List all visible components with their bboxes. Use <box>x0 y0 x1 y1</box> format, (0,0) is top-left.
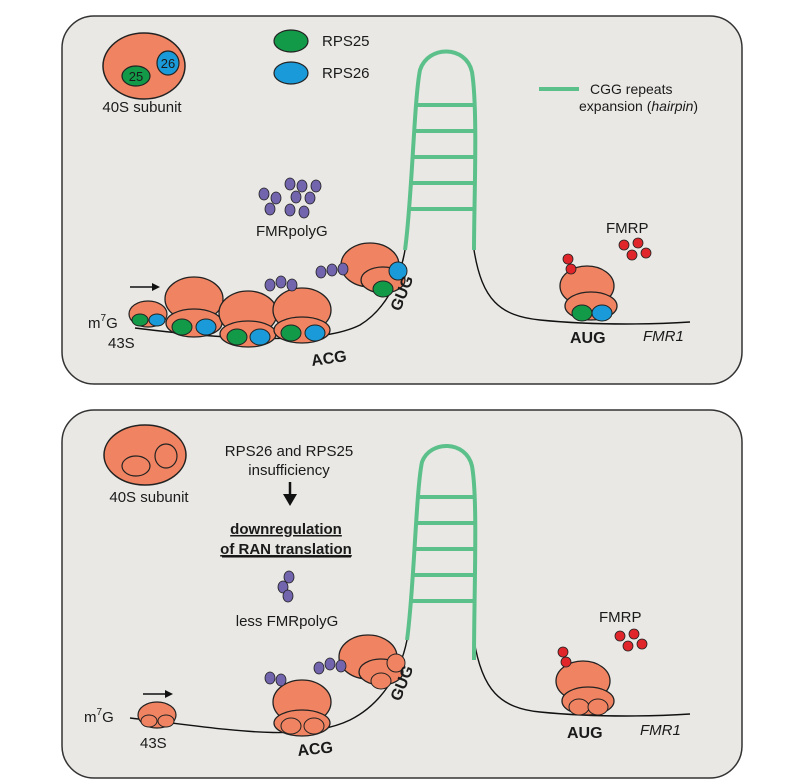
nascent-polyg-gug-bottom <box>313 657 347 675</box>
mrna-3prime-strand <box>473 249 691 325</box>
gene-fmr1-label-bottom: FMR1 <box>640 722 681 739</box>
legend-rps26-swatch <box>273 61 309 85</box>
cap-label-bottom: m7G <box>84 707 114 726</box>
insufficiency-label-2: insufficiency <box>248 462 330 479</box>
codon-acg-label: ACG <box>310 348 348 370</box>
fmrp-label: FMRP <box>606 220 649 237</box>
ribosome-scanning-2 <box>218 290 278 348</box>
rps26-icon <box>156 50 180 76</box>
ribosome-scanning-1 <box>164 276 224 338</box>
cgg-hairpin <box>403 49 478 251</box>
nascent-polyg-acg <box>264 275 298 292</box>
fmrp-label-bottom: FMRP <box>599 609 642 626</box>
panel-top: 25 26 40S subunit RPS25 RPS26 CGG repeat… <box>61 15 743 385</box>
fmrp-cluster <box>618 237 652 261</box>
ribosome-43s <box>128 300 168 328</box>
downregulation-label-2: of RAN translation <box>220 541 352 558</box>
mrna-3prime-strand-bottom <box>473 639 691 717</box>
fmrpolyg-cluster <box>258 177 322 219</box>
legend-cgg-label-2: expansion (hairpin) <box>579 98 698 114</box>
ribosome-aug-bottom <box>555 660 615 716</box>
legend-rps25-label: RPS25 <box>322 33 370 50</box>
complex-43s-label: 43S <box>108 335 135 352</box>
complex-43s-label-bottom: 43S <box>140 735 167 752</box>
nascent-polyg-gug <box>315 262 349 279</box>
legend-40s-subunit-empty-icon <box>103 424 187 486</box>
codon-aug-label-bottom: AUG <box>567 725 603 742</box>
fmrpolyg-label: FMRpolyG <box>256 223 328 240</box>
scan-direction-arrow <box>130 283 160 291</box>
ribosome-initiating-gug <box>340 242 408 298</box>
downregulation-label-1: downregulation <box>230 521 342 538</box>
codon-aug-label: AUG <box>570 330 606 347</box>
rps26-badge: 26 <box>161 56 175 71</box>
scan-direction-arrow-bottom <box>143 690 173 698</box>
nascent-fmrp-bottom <box>557 646 572 668</box>
fmrp-cluster-bottom <box>614 628 648 652</box>
legend-40s-label: 40S subunit <box>102 99 182 116</box>
less-polyg-cluster <box>277 570 295 603</box>
legend-40s-label-bottom: 40S subunit <box>109 489 189 506</box>
insufficiency-label-1: RPS26 and RPS25 <box>225 443 353 460</box>
gene-fmr1-label: FMR1 <box>643 328 684 345</box>
cgg-hairpin-bottom <box>405 444 478 661</box>
ribosome-aug <box>559 265 618 322</box>
less-fmrpolyg-label: less FMRpolyG <box>236 613 339 630</box>
ribosome-43s-bottom <box>137 701 177 729</box>
legend-rps25-swatch <box>273 29 309 53</box>
nascent-polyg-acg-bottom <box>264 671 287 687</box>
down-arrow-icon <box>283 482 297 506</box>
nascent-fmrp <box>562 253 577 275</box>
ribosome-gug-bottom <box>338 634 406 690</box>
legend-rps26-label: RPS26 <box>322 65 370 82</box>
ribosome-acg-bottom <box>272 679 332 737</box>
panel-bottom: 40S subunit RPS26 and RPS25 insufficienc… <box>61 409 743 779</box>
cap-label: m7G <box>88 313 118 332</box>
rps25-icon <box>121 65 151 87</box>
ribosome-initiating-acg <box>272 287 332 344</box>
codon-acg-label-bottom: ACG <box>297 739 334 760</box>
legend-40s-subunit-icon: 25 26 <box>102 32 186 100</box>
rps25-badge: 25 <box>129 69 143 84</box>
legend-cgg-label-1: CGG repeats <box>590 81 672 97</box>
